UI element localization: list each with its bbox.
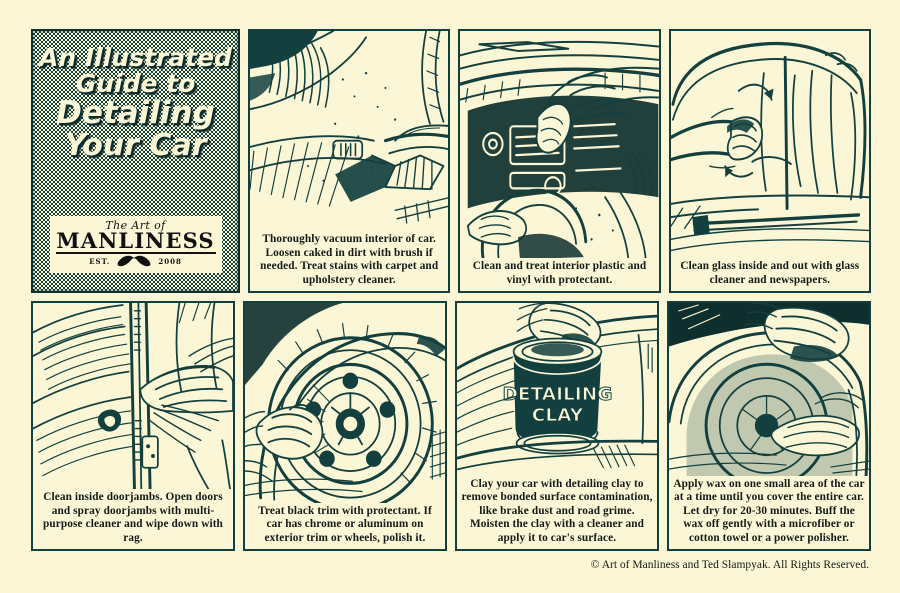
title-line-3: Detailing xyxy=(56,95,215,131)
step-panel-interior-plastic: Clean and treat interior plastic and vin… xyxy=(458,29,661,293)
logo-year-label: 2008 xyxy=(158,256,182,266)
title-line-4: Your Car xyxy=(64,127,207,163)
illustration-vacuuming-car-seat xyxy=(250,31,449,232)
logo-est-label: EST. xyxy=(89,256,111,266)
caption-glass: Clean glass inside and out with glass cl… xyxy=(670,258,869,291)
step-panel-doorjambs: Clean inside doorjambs. Open doors and s… xyxy=(31,301,235,551)
illustration-cleaning-window-glass xyxy=(670,31,869,259)
step-panel-glass: Clean glass inside and out with glass cl… xyxy=(668,29,871,293)
title-line-1: An Illustrated xyxy=(39,43,232,72)
footer-copyright: © Art of Manliness and Ted Slampyak. All… xyxy=(590,559,869,571)
illustration-waxing-car-body xyxy=(669,303,869,476)
title-line-2: Guide to xyxy=(75,68,196,98)
illustration-spraying-doorjamb xyxy=(33,303,233,490)
caption-vacuum: Thoroughly vacuum interior of car. Loose… xyxy=(250,231,449,291)
art-of-manliness-logo: The Art of MANLINESS EST. 2008 xyxy=(49,216,222,273)
step-panel-vacuum: Thoroughly vacuum interior of car. Loose… xyxy=(248,29,451,293)
caption-clay: Clay your car with detailing clay to rem… xyxy=(457,475,657,549)
logo-script-text: The Art of xyxy=(105,219,166,232)
caption-wax: Apply wax on one small area of the car a… xyxy=(669,475,869,549)
step-panel-wax: Apply wax on one small area of the car a… xyxy=(667,301,871,551)
caption-trim-wheels: Treat black trim with protectant. If car… xyxy=(245,502,445,549)
panel-row-top: An Illustrated Guide to Detailing Your C… xyxy=(31,29,871,293)
logo-wordmark: MANLINESS xyxy=(56,228,215,253)
clay-can-label-line1: DETAILING xyxy=(503,385,613,406)
step-panel-clay: DETAILING CLAY xyxy=(455,301,659,551)
illustration-polishing-wheel xyxy=(245,303,445,503)
step-panel-trim-wheels: Treat black trim with protectant. If car… xyxy=(243,301,447,551)
logo-divider xyxy=(55,252,216,254)
clay-can-label-line2: CLAY xyxy=(532,405,584,426)
caption-doorjambs: Clean inside doorjambs. Open doors and s… xyxy=(33,489,233,549)
panel-row-bottom: Clean inside doorjambs. Open doors and s… xyxy=(31,301,871,551)
illustration-detailing-clay-can: DETAILING CLAY xyxy=(457,303,657,476)
mustache-icon xyxy=(117,255,151,267)
caption-interior-plastic: Clean and treat interior plastic and vin… xyxy=(460,258,659,291)
title-panel: An Illustrated Guide to Detailing Your C… xyxy=(31,29,240,293)
illustration-wiping-dashboard xyxy=(460,31,659,259)
